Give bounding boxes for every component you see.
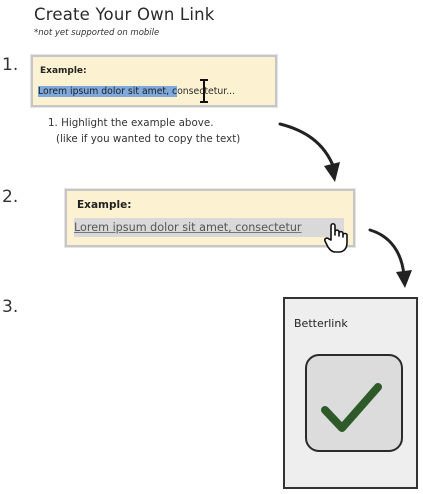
page-title: Create Your Own Link xyxy=(34,5,215,24)
mobile-disclaimer: *not yet supported on mobile xyxy=(34,28,160,38)
instruction-line-1: 1. Highlight the example above. xyxy=(48,117,214,129)
hand-pointer-icon xyxy=(324,222,348,253)
step-number-2: 2. xyxy=(2,187,19,207)
example-label-1: Example: xyxy=(40,66,87,76)
example-label-2: Example: xyxy=(77,199,132,211)
arrow-down-icon xyxy=(368,228,412,288)
unselected-text[interactable]: onsectetur... xyxy=(177,86,236,97)
phone-app-label: Betterlink xyxy=(294,317,348,330)
step-1-instructions: 1. Highlight the example above. (like if… xyxy=(48,115,240,147)
example-text-selectable[interactable]: Lorem ipsum dolor sit amet, consectetur.… xyxy=(38,83,270,100)
example-panel-1 xyxy=(31,55,277,107)
arrow-down-right-icon xyxy=(278,122,340,182)
checkmark-icon xyxy=(321,383,382,432)
instruction-line-2: (like if you wanted to copy the text) xyxy=(56,133,241,145)
text-cursor-icon xyxy=(200,79,208,103)
selected-text[interactable]: Lorem ipsum dolor sit amet, c xyxy=(38,86,178,97)
betterlink-app-button[interactable] xyxy=(305,354,403,452)
step-number-3: 3. xyxy=(2,297,19,317)
example-link[interactable]: Lorem ipsum dolor sit amet, consectetur xyxy=(74,218,344,237)
step-number-1: 1. xyxy=(2,55,19,75)
